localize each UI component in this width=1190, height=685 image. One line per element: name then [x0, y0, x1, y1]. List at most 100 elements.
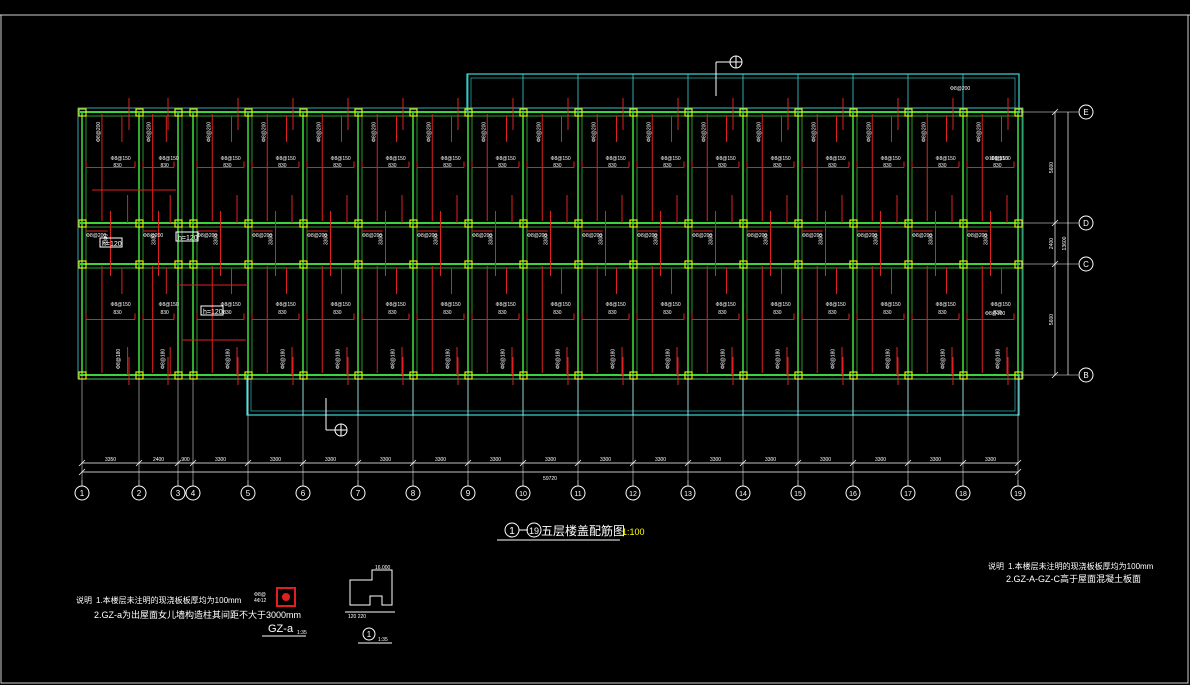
- axis-label-5: 5: [246, 489, 251, 498]
- slab-thickness-tag-2: h=120: [102, 241, 122, 248]
- slab-label-mid: Φ8@150: [441, 156, 461, 162]
- column-14-E: [739, 108, 748, 117]
- slab-label-mid: Φ8@150: [826, 156, 846, 162]
- slab-label-mid: Φ8@150: [111, 302, 131, 308]
- dim-text: 3300: [325, 457, 336, 463]
- section-detail-elev: 16.000: [375, 565, 391, 571]
- slab-label-neg: 830: [113, 163, 122, 169]
- column-16-D: [849, 219, 858, 228]
- axis-label-15: 15: [794, 491, 802, 498]
- column-5-D: [244, 219, 253, 228]
- notes-right-line2: 2.GZ-A-GZ-C高于屋面混凝土板面: [1006, 573, 1141, 584]
- dim-text: 3300: [380, 457, 391, 463]
- notes-right: 说明 1.本楼层未注明的现浇板板厚均为100mm 2.GZ-A-GZ-C高于屋面…: [988, 561, 1154, 584]
- slab-label-bottom: Φ8@180: [831, 349, 837, 369]
- slab-label-bottom: Φ8@180: [160, 349, 166, 369]
- column-18-E: [959, 108, 968, 117]
- column-4-B: [189, 371, 198, 380]
- axis-label-11: 11: [574, 491, 581, 498]
- dim-tick: [244, 459, 252, 467]
- axis-label-1: 1: [80, 489, 85, 498]
- title-end-circle: [526, 522, 542, 538]
- axis-bubble-10: [515, 485, 531, 501]
- column-13-C: [684, 260, 693, 269]
- section-detail-dim: 120 220: [348, 614, 366, 620]
- dim-right-text: 2400: [1049, 238, 1055, 249]
- dim-text: 3300: [215, 457, 226, 463]
- slab-label-neg: 830: [160, 310, 169, 316]
- slab-label-top: Φ8@200: [261, 122, 267, 142]
- column-7-D: [354, 219, 363, 228]
- slab-label-corridor-h: Φ8@200: [582, 233, 602, 239]
- column-2-C: [135, 260, 144, 269]
- column-12-B: [629, 371, 638, 380]
- column-group: [78, 108, 1023, 380]
- dim-text: 2400: [153, 457, 164, 463]
- notes-right-label: 说明: [988, 561, 1004, 571]
- column-15-C: [794, 260, 803, 269]
- slab-label-mid: Φ8@150: [771, 302, 791, 308]
- slab-label-neg: 830: [333, 163, 342, 169]
- column-6-C: [299, 260, 308, 269]
- dim-right-total: 13600: [1062, 236, 1068, 250]
- slab-label-neg: 830: [553, 163, 562, 169]
- slab-label-neg: 830: [333, 310, 342, 316]
- axis-label-B: B: [1083, 371, 1088, 380]
- slab-label-corridor-h: Φ8@200: [362, 233, 382, 239]
- slab-label-neg: 830: [773, 163, 782, 169]
- slab-thickness-tag-1: h=120: [178, 235, 198, 242]
- column-9-E: [464, 108, 473, 117]
- slab-label-mid: Φ8@150: [496, 302, 516, 308]
- column-2-E: [135, 108, 144, 117]
- column-16-E: [849, 108, 858, 117]
- slab-label-mid: Φ8@150: [606, 156, 626, 162]
- slab-label-corridor-h: Φ8@200: [802, 233, 822, 239]
- dim-tick: [1051, 371, 1059, 379]
- axis-bubble-11: [570, 485, 586, 501]
- slab-label-mid: Φ8@150: [331, 156, 351, 162]
- dim-text: 3300: [545, 457, 556, 463]
- slab-label-bottom: Φ8@180: [391, 349, 397, 369]
- column-9-D: [464, 219, 473, 228]
- slab-label-top: Φ8@200: [976, 122, 982, 142]
- column-1-D: [78, 219, 87, 228]
- slab-label-top: Φ8@200: [206, 122, 212, 142]
- gz-a-scale: 1:35: [297, 630, 307, 636]
- slab-label-corridor-h: Φ8@200: [143, 233, 163, 239]
- column-3-C: [174, 260, 183, 269]
- column-15-D: [794, 219, 803, 228]
- slab-label-neg: 830: [388, 163, 397, 169]
- dim-text: 3300: [435, 457, 446, 463]
- axis-bubble-D: [1078, 215, 1094, 231]
- slab-label-neg: 830: [608, 163, 617, 169]
- axis-bubble-B: [1078, 367, 1094, 383]
- column-11-E: [574, 108, 583, 117]
- slab-label-bottom: Φ8@180: [776, 349, 782, 369]
- column-6-B: [299, 371, 308, 380]
- dim-text: 3300: [930, 457, 941, 463]
- axis-bubble-19: [1010, 485, 1026, 501]
- slab-label-bottom: Φ8@180: [556, 349, 562, 369]
- column-8-E: [409, 108, 418, 117]
- dim-text: 3300: [985, 457, 996, 463]
- gz-a-column-section: [276, 587, 296, 607]
- section-marker-top: [715, 55, 743, 96]
- column-2-B: [135, 371, 144, 380]
- axis-label-8: 8: [411, 489, 416, 498]
- column-19-B: [1014, 371, 1023, 380]
- axis-bubble-6: [295, 485, 311, 501]
- column-7-E: [354, 108, 363, 117]
- slab-label-mid: Φ8@150: [276, 302, 296, 308]
- dim-tick: [904, 459, 912, 467]
- slab-label-bottom: Φ8@180: [116, 349, 122, 369]
- slab-label-corridor: 3300: [654, 234, 660, 245]
- slab-label-corridor-h: Φ8@200: [527, 233, 547, 239]
- slab-label-corridor: 3300: [152, 234, 158, 245]
- axis-bubble-1: [74, 485, 90, 501]
- column-18-D: [959, 219, 968, 228]
- axis-label-4: 4: [191, 489, 196, 498]
- slab-label-corridor-h: Φ8@200: [86, 233, 106, 239]
- slab-label-corridor: 3300: [874, 234, 880, 245]
